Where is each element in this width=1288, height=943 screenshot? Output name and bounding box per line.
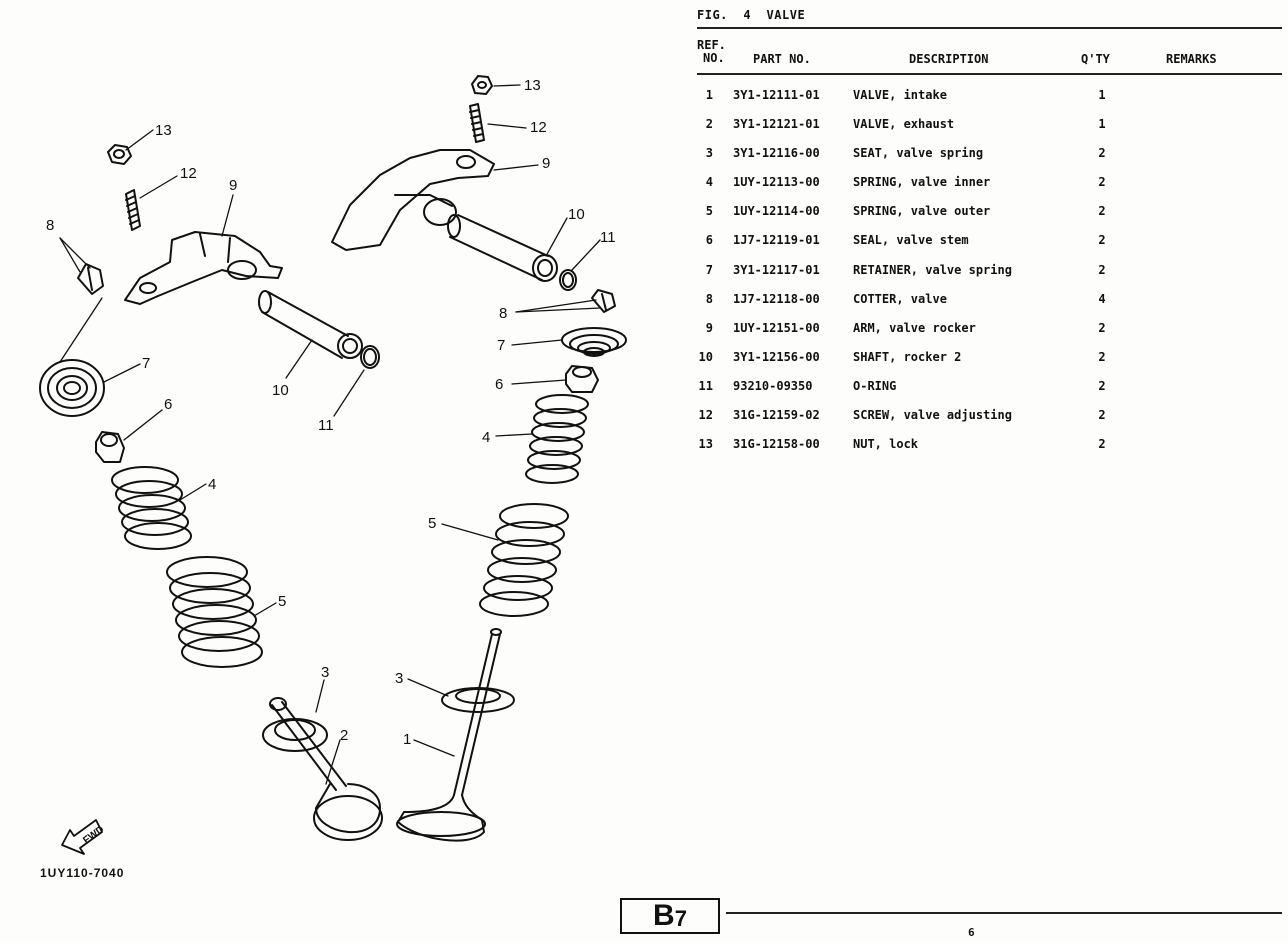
rocker-shaft-left <box>258 290 363 359</box>
adjusting-screw-left <box>125 189 141 231</box>
callout-7-left: 7 <box>142 355 150 372</box>
callout-4-right: 4 <box>482 429 490 446</box>
retainer-right <box>561 327 627 357</box>
footer-rule <box>726 912 1282 914</box>
leader-lines <box>59 84 601 785</box>
o-ring-left <box>360 345 380 369</box>
callout-13-right: 13 <box>524 77 541 94</box>
retainer-left <box>39 359 105 417</box>
callout-6-right: 6 <box>495 376 503 393</box>
rocker-arm-right <box>331 149 495 251</box>
nut-lock-right <box>471 75 493 95</box>
spring-seat-right <box>441 628 515 713</box>
callout-8-left: 8 <box>46 217 54 234</box>
callout-1-right: 1 <box>403 731 411 748</box>
callout-5-right: 5 <box>428 515 436 532</box>
callout-7-right: 7 <box>497 337 505 354</box>
callout-10-left: 10 <box>272 382 289 399</box>
callout-11-left: 11 <box>318 417 334 434</box>
callout-3-right: 3 <box>395 670 403 687</box>
callout-8-right: 8 <box>499 305 507 322</box>
stem-seal-left <box>95 431 125 463</box>
col-header-description: DESCRIPTION <box>909 52 989 66</box>
callout-5-left: 5 <box>278 593 286 610</box>
page-number: 6 <box>968 926 975 939</box>
inner-spring-right <box>525 394 589 484</box>
cotter-left <box>77 263 104 295</box>
outer-spring-right <box>479 503 569 617</box>
o-ring-right <box>559 269 577 291</box>
col-header-part-no: PART NO. <box>753 52 811 66</box>
callout-11-right: 11 <box>600 229 616 246</box>
forward-arrow <box>61 819 103 855</box>
intake-valve <box>396 633 501 842</box>
figure-label: FIG. <box>697 8 728 22</box>
col-header-qty: Q'TY <box>1081 52 1110 66</box>
adjusting-screw-right <box>469 103 485 143</box>
rocker-shaft-right <box>447 214 558 282</box>
callout-10-right: 10 <box>568 206 585 223</box>
section-letter: B <box>653 899 675 932</box>
exploded-parts-diagram: FWD 13 12 9 8 7 6 4 5 10 11 3 2 13 12 9 … <box>39 75 627 855</box>
outer-spring-left <box>166 556 263 668</box>
callout-12-left: 12 <box>180 165 197 182</box>
callout-4-left: 4 <box>208 476 216 493</box>
callout-3-left: 3 <box>321 664 329 681</box>
col-header-ref: REF. NO. <box>697 39 726 65</box>
header-rule-top <box>697 27 1282 29</box>
callout-13-left: 13 <box>155 122 172 139</box>
callout-12-right: 12 <box>530 119 547 136</box>
stem-seal-right <box>565 365 599 393</box>
inner-spring-left <box>111 466 192 550</box>
callout-9-left: 9 <box>229 177 237 194</box>
rocker-arm-left <box>124 231 283 305</box>
diagram-code: 1UY110-7040 <box>40 866 125 880</box>
callout-2-left: 2 <box>340 727 348 744</box>
col-header-ref-line2: NO. <box>703 51 725 65</box>
figure-name: VALVE <box>766 8 806 22</box>
exhaust-valve <box>271 701 383 841</box>
callout-6-left: 6 <box>164 396 172 413</box>
col-header-ref-line1: REF. <box>697 38 726 52</box>
nut-lock-left <box>107 144 132 165</box>
col-header-remarks: REMARKS <box>1166 52 1217 66</box>
callout-9-right: 9 <box>542 155 550 172</box>
figure-title: FIG. 4 VALVE <box>697 8 805 22</box>
section-number: 7 <box>674 906 687 931</box>
header-rule-bottom <box>697 73 1282 75</box>
cotter-right <box>591 289 616 313</box>
figure-number: 4 <box>743 8 752 22</box>
